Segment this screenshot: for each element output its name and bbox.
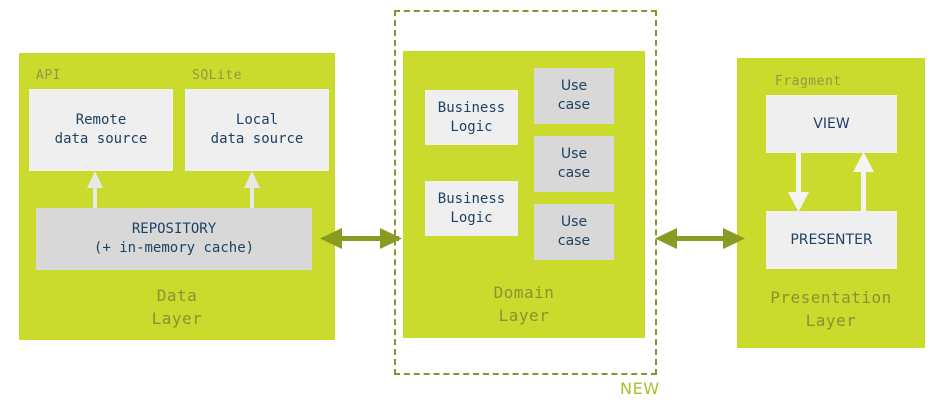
data-layer-panel: API SQLite Remote data source Local data… (19, 53, 335, 340)
presenter-box: PRESENTER (766, 211, 897, 269)
repository-box: REPOSITORY (+ in-memory cache) (36, 208, 312, 270)
use-case-box-3: Use case (534, 204, 614, 260)
data-layer-title: Data Layer (151, 286, 203, 328)
use-case-box-2: Use case (534, 136, 614, 192)
presentation-layer-panel: Fragment VIEW PRESENTER Presentation Lay… (737, 58, 925, 348)
business-logic-box-1: Business Logic (425, 90, 518, 145)
domain-layer-new-frame (394, 10, 657, 375)
sqlite-label: SQLite (192, 68, 242, 83)
domain-to-presentation-arrow (655, 228, 745, 249)
use-case-box-1: Use case (534, 68, 614, 124)
presentation-layer-title: Presentation Layer (770, 288, 892, 330)
business-logic-box-2: Business Logic (425, 181, 518, 236)
domain-layer-panel: Business Logic Business Logic Use case U… (403, 51, 645, 338)
new-badge: NEW (620, 379, 660, 398)
remote-data-source-box: Remote data source (29, 89, 173, 171)
fragment-label: Fragment (775, 74, 842, 89)
local-data-source-box: Local data source (185, 89, 329, 171)
api-label: API (36, 68, 61, 83)
view-box: VIEW (766, 95, 897, 153)
domain-layer-title: Domain Layer (493, 283, 555, 325)
